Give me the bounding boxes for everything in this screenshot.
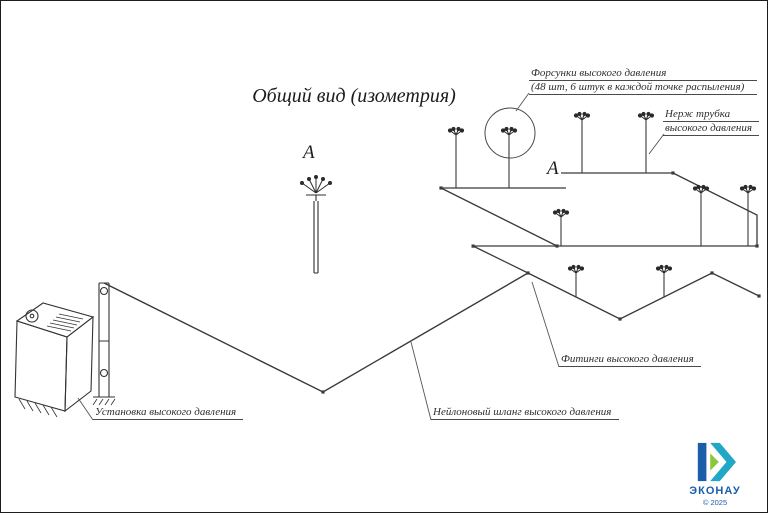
detail-marker-a: А	[547, 158, 559, 179]
pipe-risers	[455, 126, 749, 297]
pipe-bottom-run	[527, 272, 760, 320]
unit-grille	[46, 313, 84, 332]
callout-nozzles: Форсунки высокого давления (48 шт, 6 шту…	[529, 67, 757, 95]
detail-nozzle-tips	[300, 175, 332, 185]
callout-pump-unit: Установка высокого давления	[93, 406, 243, 420]
callout-nozzles-line2: (48 шт, 6 штук в каждой точке распыления…	[529, 81, 757, 95]
unit-side-face	[64, 315, 94, 413]
leader-nozzles	[515, 92, 530, 112]
hose-path	[103, 272, 529, 393]
nozzle-sprigs	[447, 111, 757, 280]
pipe-diagonal-left	[440, 187, 558, 247]
pipe-network	[440, 126, 760, 320]
unit-base-hatch	[18, 398, 58, 418]
callout-fittings: Фитинги высокого давления	[559, 353, 701, 367]
callout-nozzles-line1: Форсунки высокого давления	[529, 67, 757, 81]
logo: ЭКОНАУ © 2025	[685, 441, 745, 507]
callout-steel-tube-line1: Нерж трубка	[663, 108, 759, 122]
leader-lines	[77, 92, 665, 421]
detail-view-circle	[484, 107, 536, 159]
leader-hose	[410, 341, 432, 421]
pipe-hose-connector	[472, 245, 529, 274]
detail-nozzle-stems	[301, 177, 331, 194]
drawing-title: Общий вид (изометрия)	[252, 85, 456, 107]
callout-steel-tube: Нерж трубка высокого давления	[663, 108, 759, 136]
unit-gauge	[25, 309, 39, 323]
section-marker-a: А	[303, 142, 315, 163]
nozzle-detail-drawing	[300, 175, 332, 274]
callout-nylon-hose: Нейлоновый шланг высокого давления	[431, 406, 619, 420]
pump-unit-drawing	[14, 282, 116, 418]
pipe-diagonal-right	[672, 172, 758, 246]
logo-copyright: © 2025	[702, 498, 728, 507]
leader-fittings	[531, 281, 560, 368]
logo-text: ЭКОНАУ	[689, 485, 741, 497]
unit-front-face	[14, 320, 68, 412]
logo-icon	[697, 442, 736, 482]
unit-gauge-center	[29, 313, 35, 319]
detail-manifold	[306, 194, 326, 201]
callout-nylon-hose-text: Нейлоновый шланг высокого давления	[431, 406, 619, 420]
callout-pump-unit-text: Установка высокого давления	[93, 406, 243, 420]
pipe-fittings	[321, 171, 761, 394]
leader-tube	[648, 133, 665, 155]
leader-unit	[77, 397, 94, 421]
hose-stand	[92, 282, 116, 406]
unit-console-top	[15, 302, 95, 338]
detail-tube	[313, 201, 319, 274]
callout-steel-tube-line2: высокого давления	[663, 122, 759, 136]
nylon-hose-line	[103, 272, 529, 393]
callout-fittings-text: Фитинги высокого давления	[559, 353, 701, 367]
